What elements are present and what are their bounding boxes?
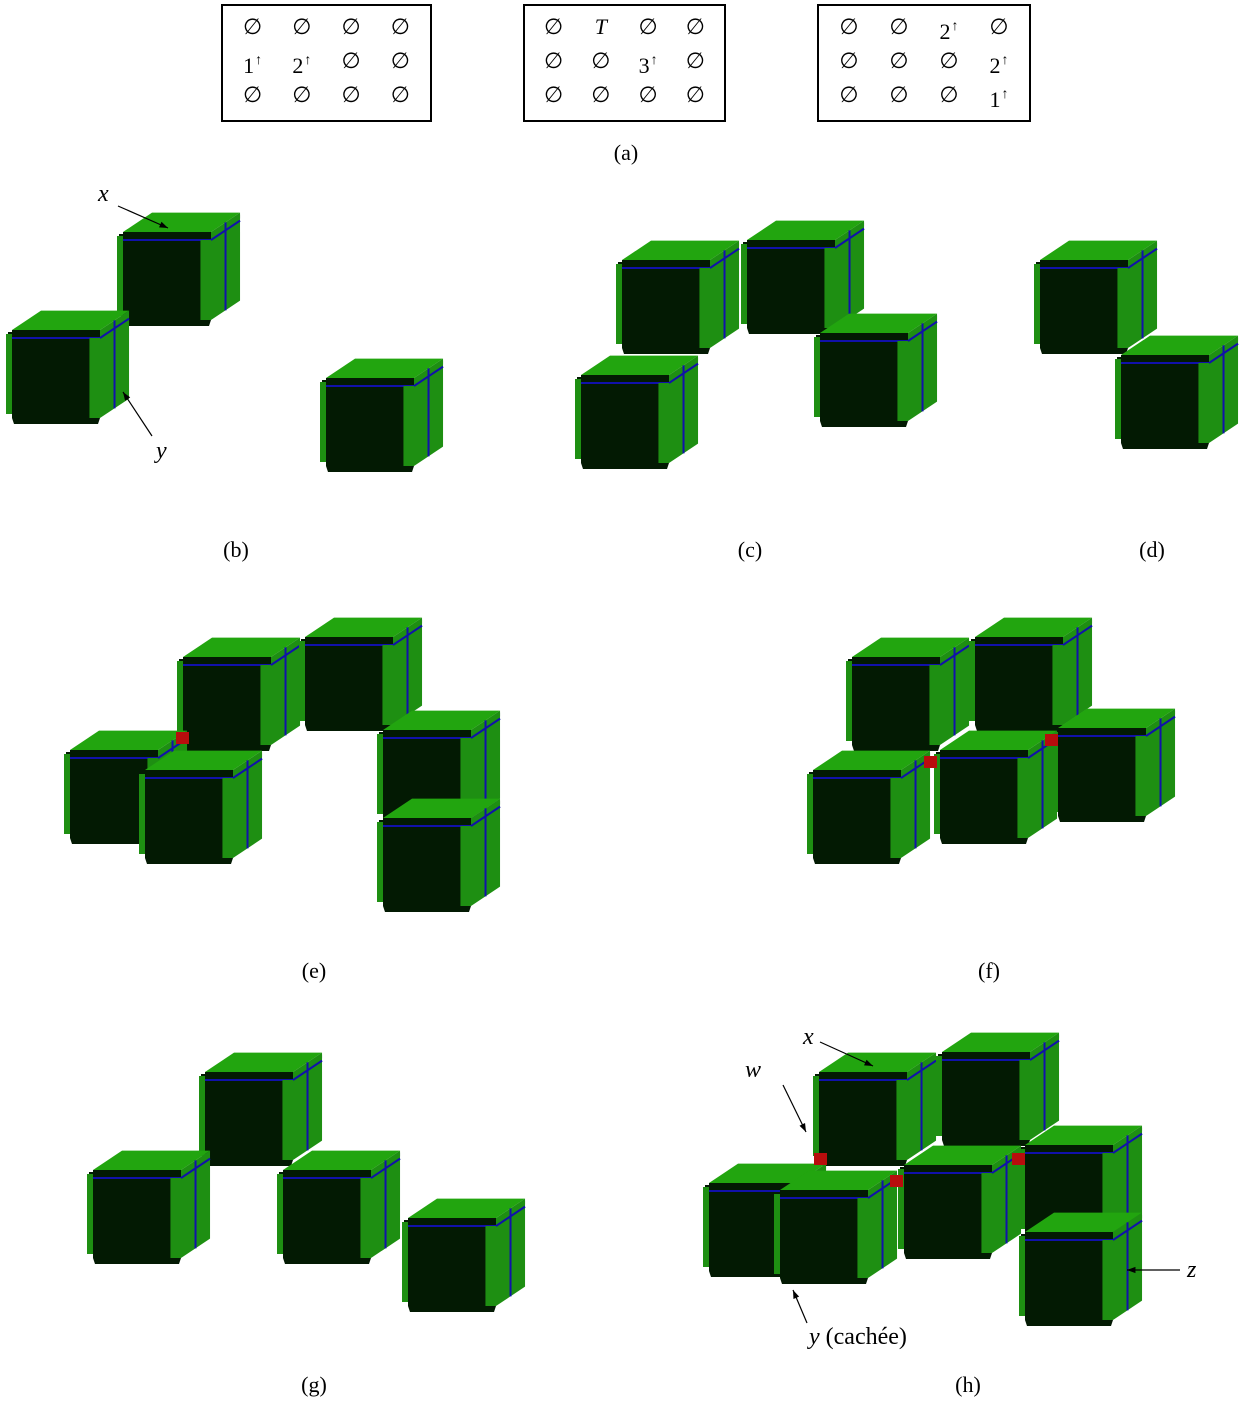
matrix-cell: ∅ xyxy=(576,48,626,74)
matrix-cell: ∅ xyxy=(529,48,579,74)
cube-g-2 xyxy=(87,1151,210,1264)
cube-g-4 xyxy=(402,1199,525,1312)
matrix-cell: ∅ xyxy=(824,82,874,108)
cube-g-1 xyxy=(199,1053,322,1166)
matrix-2: ∅T∅∅∅∅3↑∅∅∅∅∅ xyxy=(523,4,726,122)
caption-e: (e) xyxy=(302,958,326,984)
caption-d: (d) xyxy=(1139,537,1165,563)
cube-f-5 xyxy=(934,731,1057,844)
matrix-cell: ∅ xyxy=(228,82,278,108)
cube-f-1 xyxy=(846,638,969,751)
matrix-cell: ∅ xyxy=(375,48,425,74)
matrix-cell: ∅ xyxy=(824,48,874,74)
matrix-cell: ∅ xyxy=(974,14,1024,40)
cube-e-2 xyxy=(299,618,422,731)
cube-f-3 xyxy=(1052,709,1175,822)
red-joint-e xyxy=(176,732,189,744)
matrix-cell: ∅ xyxy=(670,48,720,74)
cube-h-1 xyxy=(813,1053,936,1166)
cube-b-3 xyxy=(320,359,443,472)
matrix-cell: ∅ xyxy=(375,14,425,40)
cube-h-2 xyxy=(936,1033,1059,1146)
arrow-h-y xyxy=(793,1290,807,1323)
matrix-cell: ∅ xyxy=(874,82,924,108)
matrix-cell: ∅ xyxy=(623,14,673,40)
matrix-cell: ∅ xyxy=(326,14,376,40)
red-joint-f-2 xyxy=(1045,734,1058,746)
label-h-x: x xyxy=(803,1024,814,1051)
cube-e-4 xyxy=(377,799,500,912)
up-arrow-icon: ↑ xyxy=(1002,53,1009,68)
cube-c-3 xyxy=(814,314,937,427)
up-arrow-icon: ↑ xyxy=(952,19,959,34)
cube-d-2 xyxy=(1115,336,1238,449)
matrix-cell: 2↑ xyxy=(974,48,1024,79)
label-h-y: y (cachée) xyxy=(809,1324,907,1351)
label-h-z: z xyxy=(1187,1257,1196,1284)
cube-b-2 xyxy=(6,311,129,424)
matrix-cell: 2↑ xyxy=(924,14,974,45)
matrix-cell: 3↑ xyxy=(623,48,673,79)
matrix-cell: ∅ xyxy=(623,82,673,108)
cube-h-7 xyxy=(898,1146,1021,1259)
up-arrow-icon: ↑ xyxy=(255,53,262,68)
matrix-cell: T xyxy=(576,14,626,40)
red-joint-h-3 xyxy=(1012,1153,1025,1165)
caption-h: (h) xyxy=(955,1372,981,1398)
cube-b-1 xyxy=(117,213,240,326)
matrix-cell: ∅ xyxy=(576,82,626,108)
matrix-cell: ∅ xyxy=(670,82,720,108)
label-b-y: y xyxy=(156,438,167,465)
caption-b: (b) xyxy=(223,537,249,563)
red-joint-h-1 xyxy=(814,1153,827,1165)
matrix-1: ∅∅∅∅1↑2↑∅∅∅∅∅∅ xyxy=(221,4,432,122)
matrix-cell: ∅ xyxy=(529,14,579,40)
caption-c: (c) xyxy=(738,537,762,563)
matrix-cell: ∅ xyxy=(924,48,974,74)
matrix-cell: 1↑ xyxy=(974,82,1024,113)
arrow-h-z xyxy=(1127,1267,1180,1273)
matrix-cell: 2↑ xyxy=(277,48,327,79)
matrix-cell: ∅ xyxy=(326,48,376,74)
label-b-x: x xyxy=(98,181,109,208)
label-h-y-suffix: (cachée) xyxy=(826,1324,907,1350)
matrix-cell: ∅ xyxy=(824,14,874,40)
matrix-cell: 1↑ xyxy=(228,48,278,79)
matrix-cell: ∅ xyxy=(228,14,278,40)
matrix-cell: ∅ xyxy=(874,14,924,40)
matrix-cell: ∅ xyxy=(326,82,376,108)
cube-c-1 xyxy=(616,241,739,354)
caption-g: (g) xyxy=(301,1372,327,1398)
cube-d-1 xyxy=(1034,241,1157,354)
caption-a: (a) xyxy=(614,140,638,166)
cube-h-4 xyxy=(1019,1213,1142,1326)
cube-e-1 xyxy=(177,638,300,751)
up-arrow-icon: ↑ xyxy=(1002,87,1009,102)
matrix-cell: ∅ xyxy=(874,48,924,74)
cube-c-4 xyxy=(575,356,698,469)
arrow-b-y xyxy=(123,392,152,436)
arrow-h-w xyxy=(783,1085,806,1132)
label-h-w: w xyxy=(745,1057,761,1084)
matrix-cell: ∅ xyxy=(529,82,579,108)
cube-e-6 xyxy=(139,751,262,864)
red-joint-h-2 xyxy=(890,1175,903,1187)
up-arrow-icon: ↑ xyxy=(304,53,311,68)
matrix-cell: ∅ xyxy=(277,14,327,40)
matrix-3: ∅∅2↑∅∅∅∅2↑∅∅∅1↑ xyxy=(817,4,1031,122)
matrix-cell: ∅ xyxy=(670,14,720,40)
cube-h-6 xyxy=(774,1171,897,1284)
matrix-cell: ∅ xyxy=(375,82,425,108)
matrix-cell: ∅ xyxy=(924,82,974,108)
red-joint-f-1 xyxy=(924,756,937,768)
up-arrow-icon: ↑ xyxy=(651,53,658,68)
cube-f-2 xyxy=(969,618,1092,731)
caption-f: (f) xyxy=(978,958,1000,984)
cube-f-4 xyxy=(807,751,930,864)
cube-g-3 xyxy=(277,1151,400,1264)
matrix-cell: ∅ xyxy=(277,82,327,108)
